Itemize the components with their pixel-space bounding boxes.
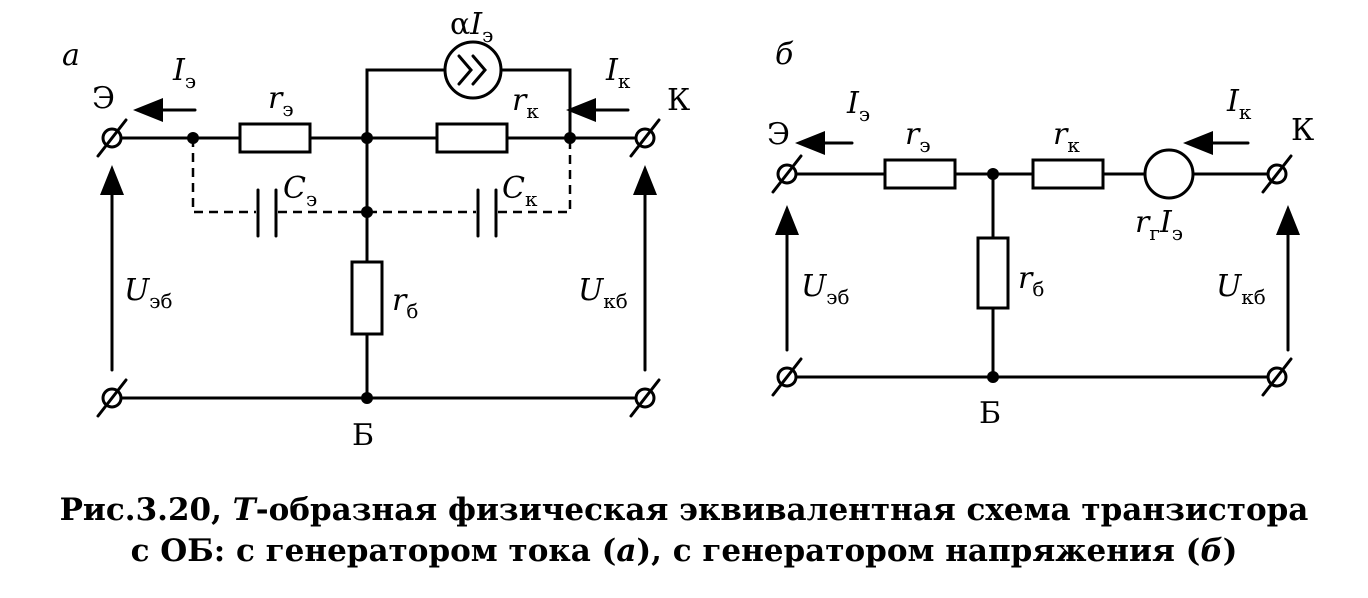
label-a-i-k: Iк — [605, 53, 631, 93]
label-b-r-e: rэ — [905, 117, 931, 157]
label-a-base: Б — [352, 418, 374, 453]
label-b-emitter: Э — [767, 117, 790, 152]
label-b-base: Б — [979, 396, 1001, 431]
label-b-r-b: rб — [1018, 261, 1044, 301]
terminal-b-collector-top-icon — [1261, 154, 1293, 194]
label-b-u-eb: Uэб — [801, 269, 850, 309]
caption-line-2-end: ) — [1222, 533, 1238, 569]
panel-a-tag: а — [62, 38, 80, 73]
panel-a: а — [62, 7, 690, 453]
label-a-u-eb: Uэб — [124, 273, 173, 313]
label-a-c-e: Cэ — [283, 171, 317, 211]
current-source-icon — [443, 40, 503, 100]
label-a-r-k: rк — [512, 83, 539, 123]
caption-line-2-start: с ОБ: с генератором тока ( — [130, 533, 617, 569]
figure-caption-line-2: с ОБ: с генератором тока (а), с генерато… — [0, 531, 1368, 571]
resistor-b-r-e — [883, 158, 957, 190]
capacitor-c-e-icon — [256, 188, 278, 238]
terminal-b-collector-bottom-icon — [1261, 357, 1293, 397]
resistor-r-b — [350, 260, 384, 336]
resistor-b-r-k — [1031, 158, 1105, 190]
label-b-r-k: rк — [1053, 117, 1080, 157]
terminal-a-emitter-bottom-icon — [96, 378, 128, 418]
caption-tag-b: б — [1200, 533, 1223, 569]
label-b-u-kb: Uкб — [1216, 269, 1266, 309]
label-a-generator: αIэ — [450, 7, 493, 47]
label-a-r-e: rэ — [268, 81, 294, 121]
panel-b: б — [767, 37, 1314, 431]
junction-dots-a — [187, 132, 576, 404]
caption-tag-a: а — [616, 533, 637, 569]
dashed-wire-a-3 — [498, 138, 572, 214]
label-a-collector: К — [667, 83, 690, 118]
terminal-a-emitter-top-icon — [96, 118, 128, 158]
label-b-i-k: Iк — [1226, 84, 1252, 124]
caption-prefix: Рис.3.20, — [59, 492, 233, 528]
resistor-r-k — [435, 122, 509, 154]
terminal-a-collector-bottom-icon — [629, 378, 661, 418]
terminal-a-collector-top-icon — [629, 118, 661, 158]
terminal-b-emitter-bottom-icon — [771, 357, 803, 397]
caption-line-1-rest: -образная физическая эквивалентная схема… — [255, 492, 1309, 528]
label-b-collector: К — [1291, 113, 1314, 148]
caption-line-2-mid: ), с генератором напряжения ( — [636, 533, 1201, 569]
label-a-i-e: Iэ — [172, 53, 196, 93]
junction-dots-b — [987, 168, 999, 383]
figure-caption-line-1: Рис.3.20, Т-образная физическая эквивале… — [0, 490, 1368, 530]
circuit-diagram: а — [62, 7, 1314, 453]
wire-a-gen-left — [365, 68, 447, 140]
capacitor-c-k-icon — [476, 188, 498, 238]
label-a-u-kb: Uкб — [578, 273, 628, 313]
voltage-source-icon — [1143, 148, 1195, 200]
label-a-r-b: rб — [392, 283, 418, 323]
caption-t-letter: Т — [232, 492, 256, 528]
label-a-emitter: Э — [92, 81, 115, 116]
label-b-i-e: Iэ — [846, 86, 870, 126]
resistor-b-r-b — [976, 236, 1010, 310]
resistor-r-e — [238, 122, 312, 154]
label-b-generator: rгIэ — [1135, 205, 1183, 245]
terminal-b-emitter-top-icon — [771, 154, 803, 194]
panel-b-tag: б — [775, 37, 794, 72]
label-a-c-k: Cк — [502, 171, 538, 211]
